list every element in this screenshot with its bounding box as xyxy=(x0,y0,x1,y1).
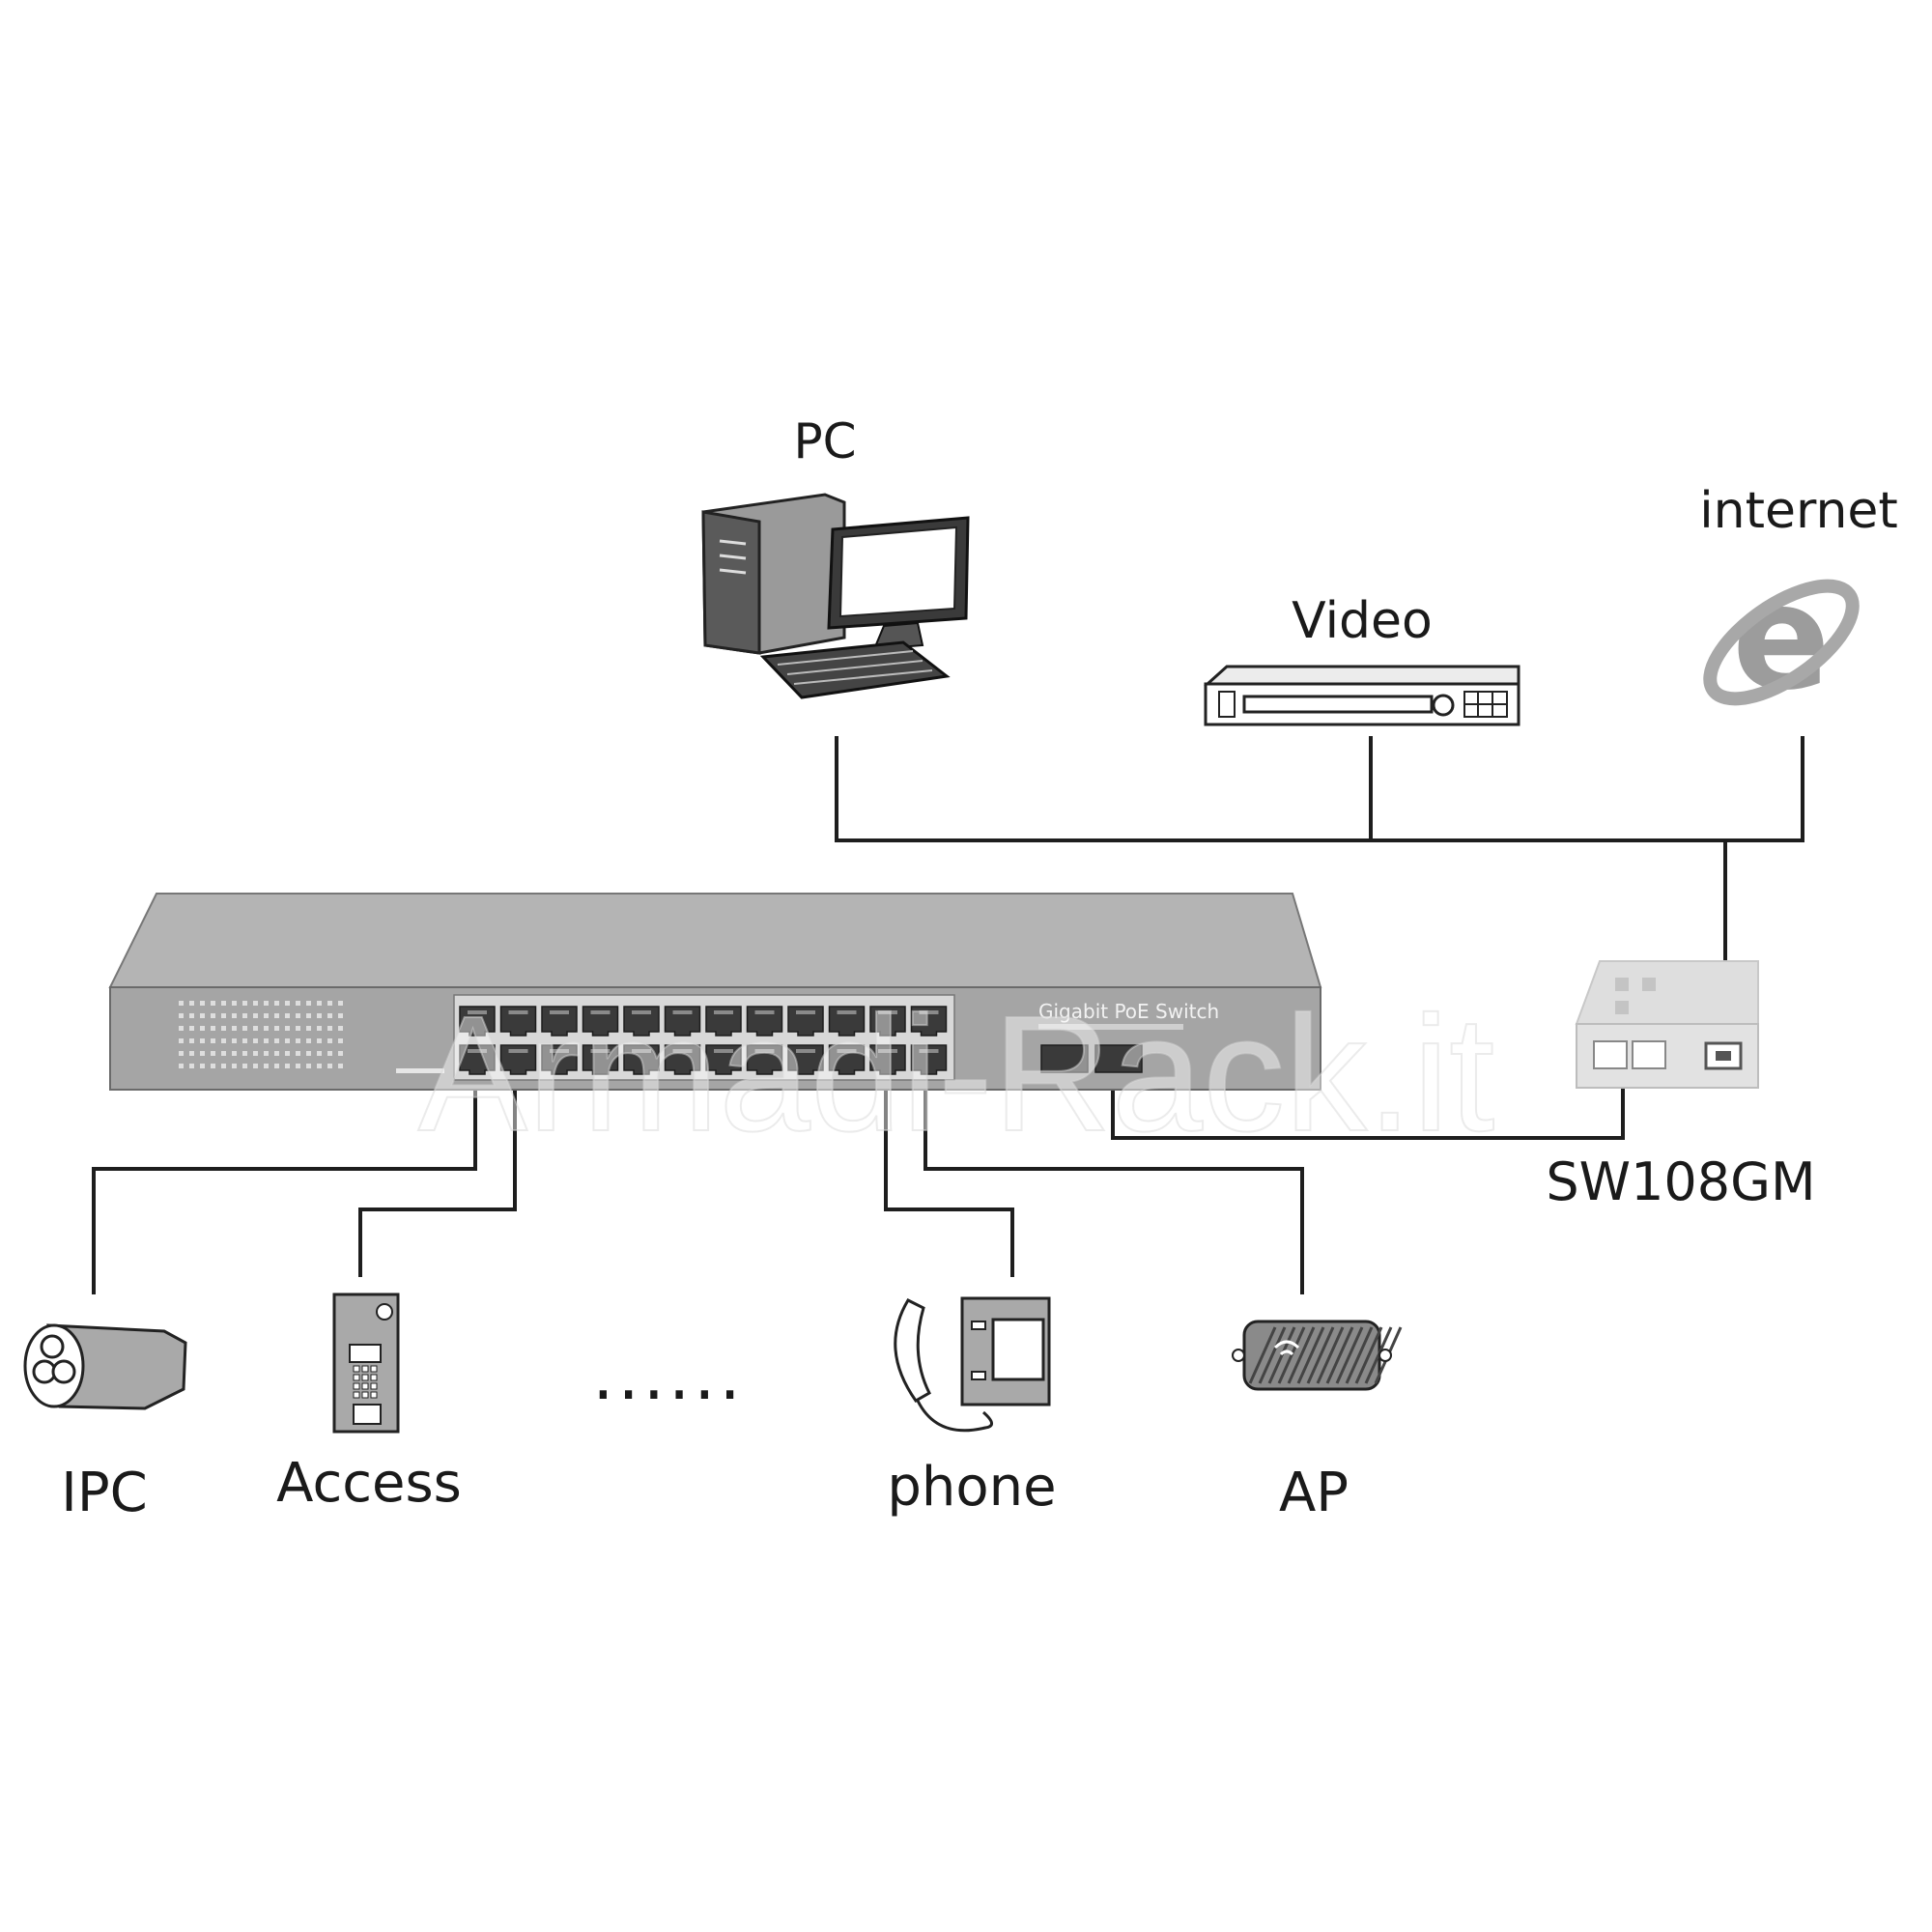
media-converter-icon xyxy=(1575,960,1759,1089)
pc-label: PC xyxy=(793,413,856,469)
rj45-port xyxy=(459,1006,496,1037)
rj45-port xyxy=(541,1044,578,1075)
rj45-port xyxy=(582,1044,619,1075)
poe-switch: Gigabit PoE Switch xyxy=(108,893,1322,1091)
wire-ap xyxy=(923,1077,1304,1294)
switch-led-strip xyxy=(396,1068,444,1073)
desktop-computer-icon xyxy=(701,493,970,699)
internet-device: internet e xyxy=(1699,482,1898,723)
ap-label: AP xyxy=(1279,1462,1349,1524)
rj45-port xyxy=(746,1006,783,1037)
pc-device: PC xyxy=(701,413,970,699)
rj45-port xyxy=(499,1006,537,1037)
rj45-port xyxy=(664,1006,701,1037)
internet-explorer-icon: e xyxy=(1703,554,1860,723)
access-device: Access xyxy=(276,1293,462,1515)
rj45-port xyxy=(910,1044,948,1075)
rj45-port xyxy=(499,1044,537,1075)
rj45-port xyxy=(623,1044,660,1075)
wire-access xyxy=(358,1077,517,1277)
watermark: Armadi-Rack.it xyxy=(418,982,1495,1166)
internet-label: internet xyxy=(1699,482,1898,540)
rj45-port xyxy=(459,1044,496,1075)
sfp-ports xyxy=(1040,1044,1143,1073)
switch-top-surface xyxy=(108,893,1322,988)
rj45-port xyxy=(582,1006,619,1037)
more-devices-ellipsis: ...... xyxy=(592,1336,745,1415)
video-device: Video xyxy=(1204,592,1520,726)
rj45-port xyxy=(869,1006,906,1037)
phone-label: phone xyxy=(887,1456,1056,1519)
door-intercom-icon xyxy=(332,1293,400,1434)
connection-lines xyxy=(92,736,1804,1294)
wire-phone xyxy=(884,1077,1014,1277)
wire-sfp-to-converter xyxy=(1111,1063,1625,1140)
rj45-port xyxy=(787,1006,824,1037)
rj45-port xyxy=(705,1006,742,1037)
video-recorder-icon xyxy=(1204,665,1520,726)
video-label: Video xyxy=(1292,592,1433,650)
sfp-port-2 xyxy=(1094,1044,1143,1073)
wireless-access-point-icon xyxy=(1232,1320,1403,1391)
rj45-port xyxy=(828,1044,866,1075)
rj45-port xyxy=(664,1044,701,1075)
sfp-port-1 xyxy=(1040,1044,1089,1073)
ipc-label: IPC xyxy=(61,1462,147,1524)
ap-device: AP xyxy=(1232,1320,1403,1524)
ip-phone-icon xyxy=(894,1296,1051,1433)
rj45-port xyxy=(787,1044,824,1075)
rj45-port xyxy=(746,1044,783,1075)
wire-top-bus xyxy=(835,736,1804,842)
rj45-port xyxy=(869,1044,906,1075)
rj45-port xyxy=(705,1044,742,1075)
media-converter-device: SW108GM xyxy=(1546,960,1816,1212)
switch-vent-grille xyxy=(179,1001,343,1068)
wire-ipc xyxy=(92,1077,477,1294)
rj45-ports xyxy=(459,1006,948,1075)
phone-device: phone xyxy=(887,1296,1057,1519)
rj45-port xyxy=(828,1006,866,1037)
switch-name-label: Gigabit PoE Switch xyxy=(1038,1000,1219,1023)
rj45-port xyxy=(541,1006,578,1037)
bullet-camera-icon xyxy=(23,1323,187,1410)
access-label: Access xyxy=(276,1452,462,1515)
switch-subtitle-line xyxy=(1038,1024,1183,1030)
rj45-port xyxy=(910,1006,948,1037)
ipc-device: IPC xyxy=(23,1323,187,1524)
rj45-port xyxy=(623,1006,660,1037)
media-converter-label: SW108GM xyxy=(1546,1151,1815,1212)
